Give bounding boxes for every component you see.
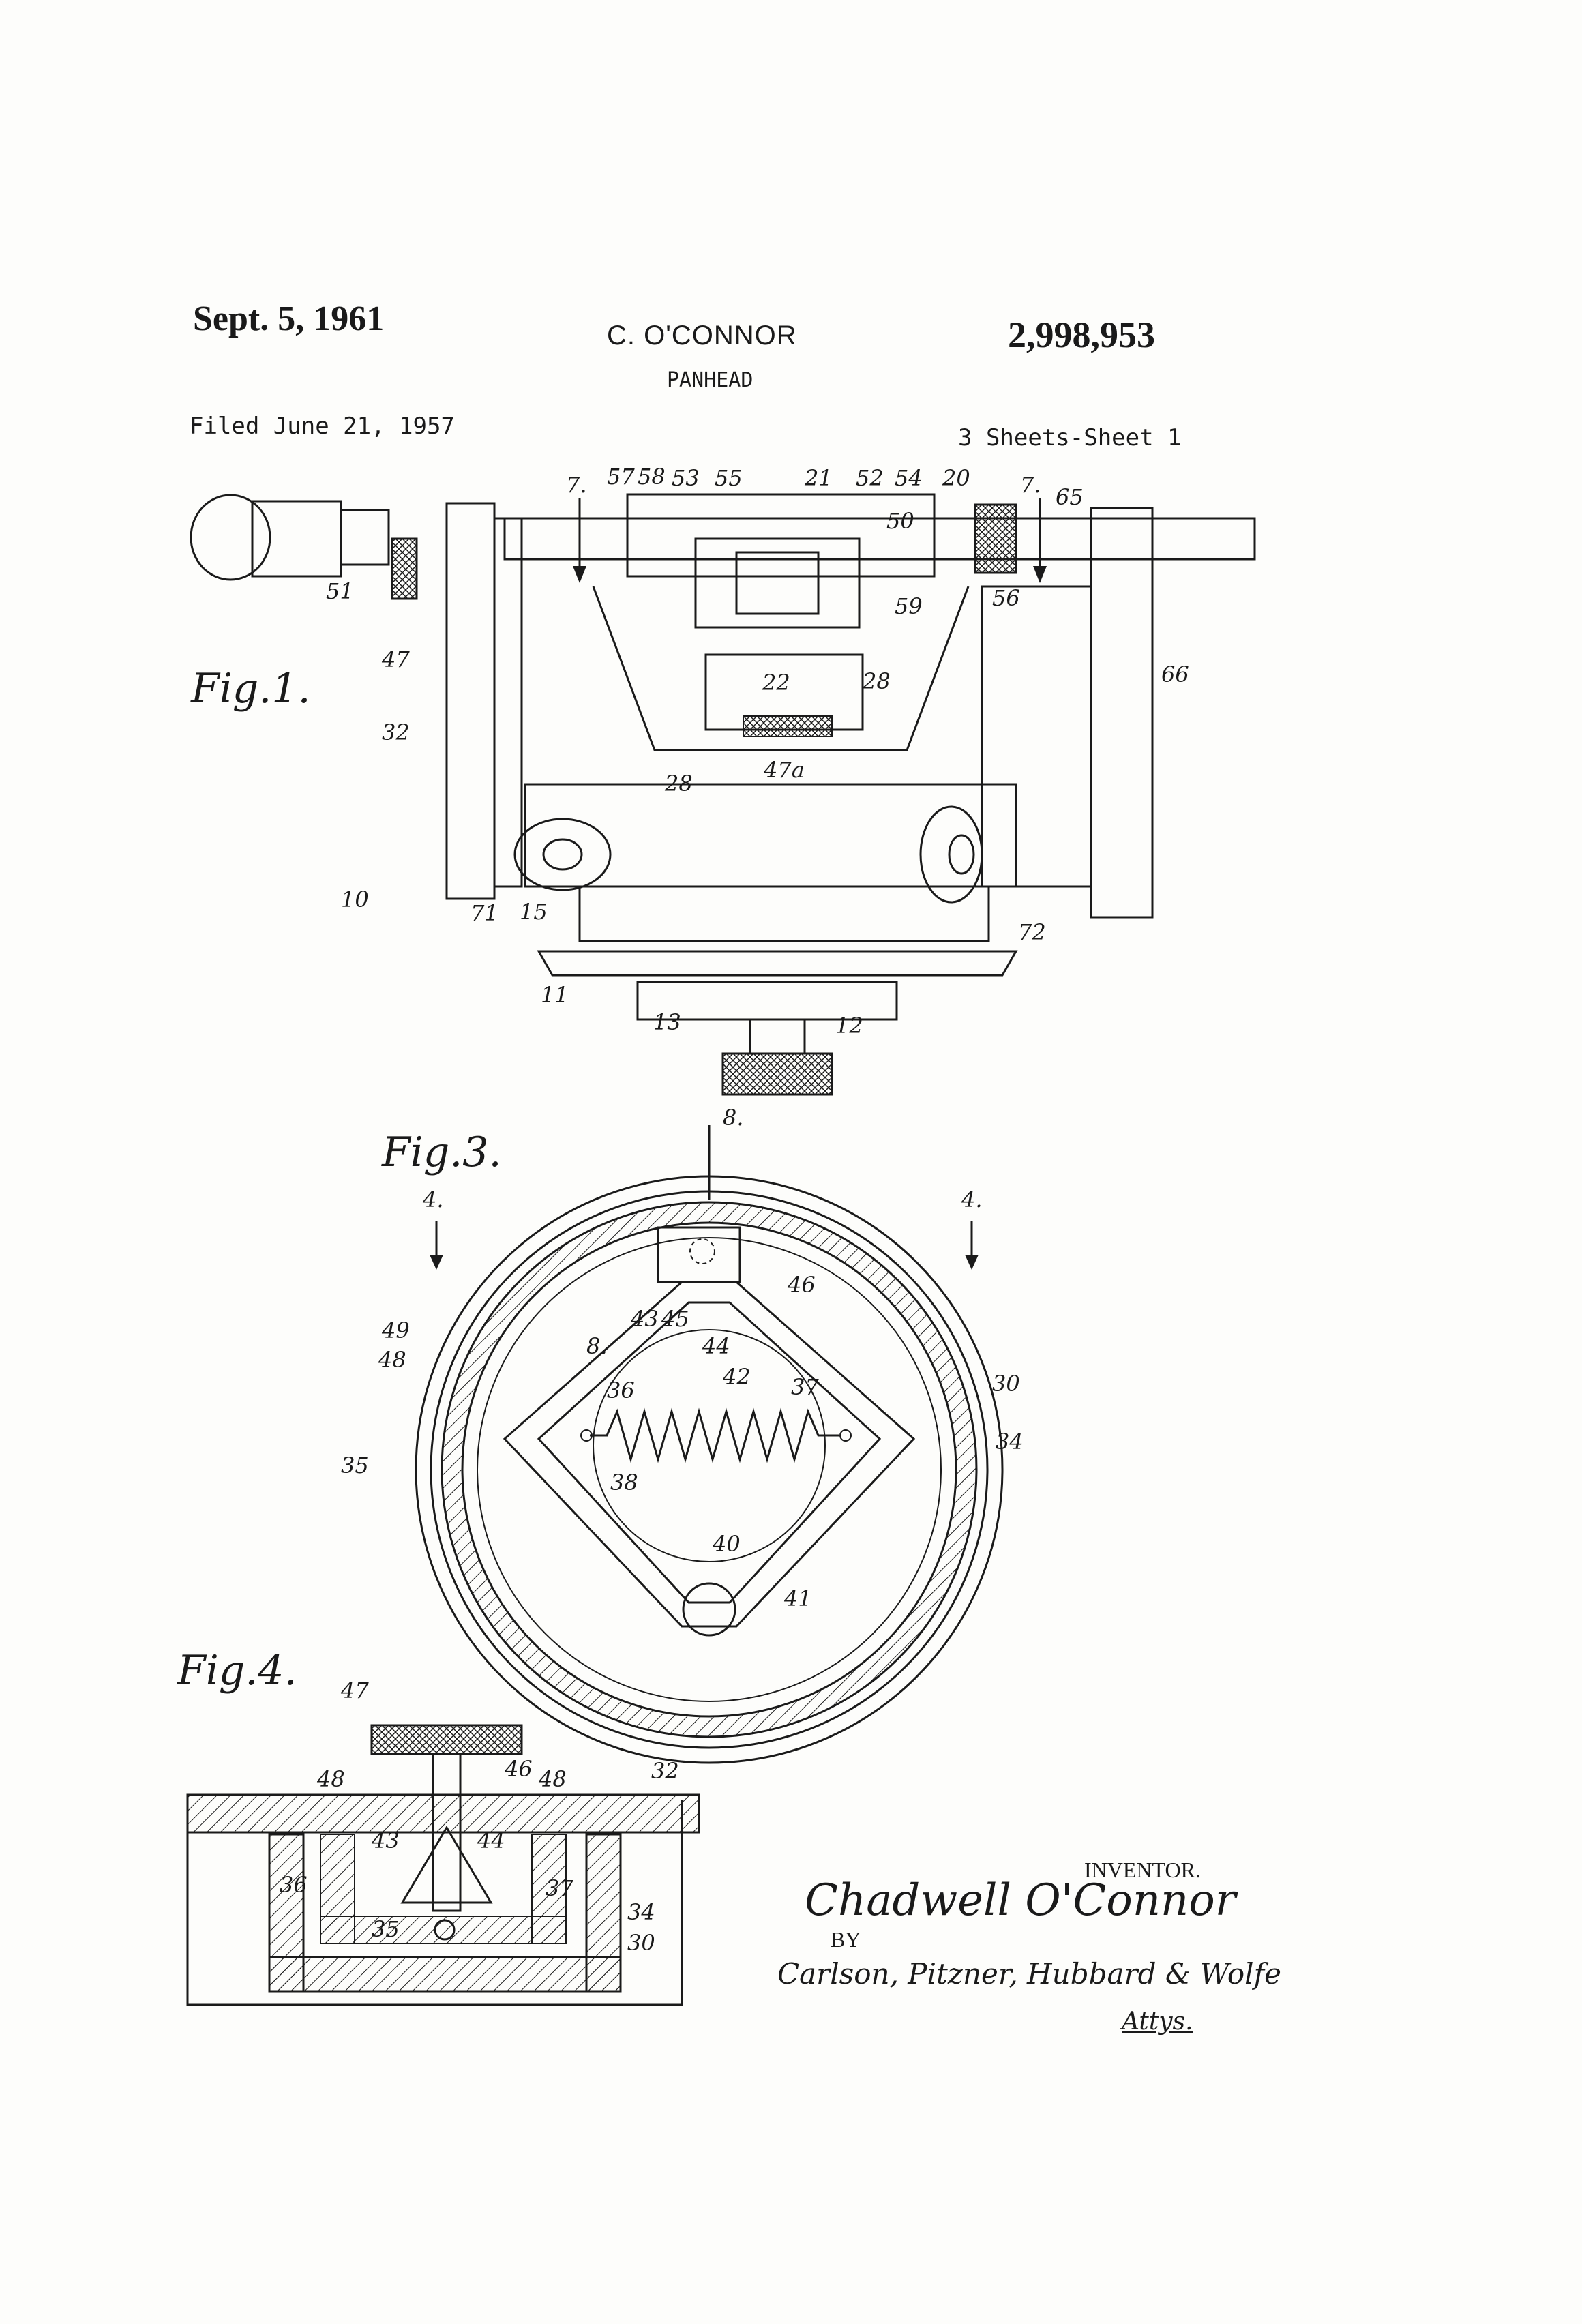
svg-text:8.: 8. — [723, 1105, 744, 1131]
svg-text:22: 22 — [762, 670, 790, 696]
svg-text:21: 21 — [804, 465, 833, 491]
svg-text:56: 56 — [992, 585, 1020, 611]
fig1-ref-numerals: 57 58 53 55 21 52 54 20 7. 7. 65 51 47 5… — [326, 464, 1189, 1039]
svg-text:65: 65 — [1056, 484, 1084, 510]
svg-text:36: 36 — [280, 1872, 308, 1898]
svg-text:47: 47 — [381, 646, 410, 672]
svg-text:45: 45 — [661, 1306, 689, 1332]
svg-text:35: 35 — [372, 1916, 400, 1942]
svg-text:50: 50 — [886, 508, 914, 534]
svg-text:40: 40 — [712, 1531, 741, 1557]
svg-text:4.: 4. — [961, 1187, 983, 1212]
svg-text:4.: 4. — [422, 1187, 444, 1212]
svg-text:8.: 8. — [586, 1333, 608, 1359]
svg-text:59: 59 — [895, 593, 923, 619]
svg-text:58: 58 — [638, 464, 666, 490]
svg-text:48: 48 — [316, 1766, 345, 1792]
svg-text:53: 53 — [672, 465, 700, 491]
patent-title: PANHEAD — [667, 368, 753, 392]
svg-text:47a: 47a — [763, 757, 805, 783]
svg-text:30: 30 — [627, 1930, 655, 1956]
inventor-signature: Chadwell O'Connor — [805, 1875, 1236, 1926]
svg-text:72: 72 — [1018, 919, 1046, 945]
svg-text:43: 43 — [371, 1828, 400, 1853]
svg-text:48: 48 — [378, 1347, 406, 1373]
svg-text:37: 37 — [546, 1875, 573, 1901]
svg-text:52: 52 — [856, 465, 884, 491]
fig4-ref-numerals: 47 46 32 48 48 43 44 36 37 34 35 30 — [280, 1678, 679, 1956]
svg-text:55: 55 — [715, 465, 743, 491]
fig-3-label: Fig.3. — [381, 1129, 502, 1176]
svg-text:12: 12 — [835, 1013, 863, 1039]
svg-text:7.: 7. — [566, 472, 587, 498]
attorneys-signature: Carlson, Pitzner, Hubbard & Wolfe — [777, 1957, 1282, 1991]
svg-text:57: 57 — [607, 464, 635, 490]
svg-text:34: 34 — [996, 1429, 1024, 1455]
svg-text:54: 54 — [895, 465, 923, 491]
svg-text:28: 28 — [664, 771, 693, 796]
svg-text:37: 37 — [791, 1374, 819, 1400]
patent-date: Sept. 5, 1961 — [193, 299, 385, 338]
svg-text:7.: 7. — [1020, 472, 1041, 498]
patent-number: 2,998,953 — [1008, 314, 1155, 355]
inventor-label: INVENTOR. — [1084, 1858, 1201, 1882]
svg-text:44: 44 — [477, 1828, 505, 1853]
svg-text:34: 34 — [627, 1899, 655, 1925]
svg-text:44: 44 — [702, 1333, 730, 1359]
svg-text:42: 42 — [722, 1364, 751, 1390]
svg-text:20: 20 — [942, 465, 970, 491]
svg-text:15: 15 — [520, 899, 548, 925]
svg-text:71: 71 — [471, 900, 498, 926]
svg-text:43: 43 — [630, 1306, 659, 1332]
figure-3-drawing — [415, 1125, 1004, 1764]
fig-4-label: Fig.4. — [177, 1647, 297, 1695]
svg-text:32: 32 — [651, 1758, 679, 1784]
svg-text:32: 32 — [382, 719, 410, 745]
filed-date: Filed June 21, 1957 — [190, 413, 455, 440]
by-label: BY — [831, 1927, 861, 1952]
fig-1-label: Fig.1. — [190, 665, 311, 713]
svg-text:30: 30 — [992, 1371, 1020, 1397]
inventor-header: C. O'CONNOR — [607, 321, 797, 351]
figure-4-drawing — [186, 1724, 700, 2006]
svg-text:46: 46 — [787, 1272, 816, 1298]
svg-text:35: 35 — [341, 1452, 369, 1478]
svg-text:46: 46 — [504, 1756, 533, 1782]
sheet-count: 3 Sheets-Sheet 1 — [958, 424, 1182, 451]
svg-text:51: 51 — [326, 578, 354, 604]
fig3-ref-numerals: 8. 4. 4. 46 43 45 44 8. 49 48 36 42 37 3… — [341, 1105, 1024, 1611]
svg-text:13: 13 — [653, 1009, 681, 1035]
svg-text:48: 48 — [538, 1766, 567, 1792]
svg-text:36: 36 — [607, 1377, 635, 1403]
figure-1-drawing — [190, 493, 1256, 1096]
svg-text:49: 49 — [381, 1317, 410, 1343]
attys-label: Attys. — [1122, 2008, 1193, 2036]
svg-text:66: 66 — [1161, 661, 1189, 687]
svg-text:11: 11 — [541, 982, 569, 1008]
svg-text:10: 10 — [341, 887, 369, 912]
svg-text:38: 38 — [610, 1470, 638, 1495]
svg-text:28: 28 — [862, 668, 891, 694]
svg-text:47: 47 — [340, 1678, 369, 1703]
svg-text:41: 41 — [783, 1585, 812, 1611]
